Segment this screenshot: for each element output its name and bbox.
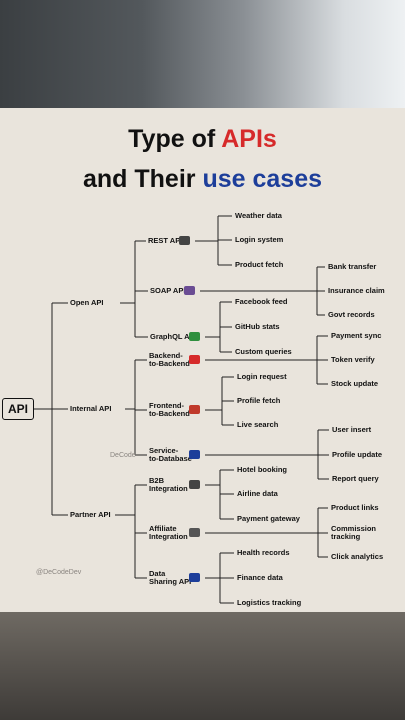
watermark: @DeCodeDev	[36, 569, 82, 576]
background-photo-top	[0, 0, 405, 108]
leaf-1-1-1: Profile fetch	[237, 396, 281, 405]
child-0-2: GraphQL API	[150, 332, 197, 341]
title-line-1: Type of APIs	[128, 125, 277, 153]
leaf-0-2-2: Custom queries	[235, 347, 292, 356]
leaf-2-0-2: Payment gateway	[237, 514, 300, 523]
title-accent-2: use cases	[202, 165, 322, 193]
child-0-0: REST API	[148, 236, 183, 245]
graphql-icon	[189, 332, 200, 341]
title-accent-1: APIs	[221, 125, 277, 153]
leaf-1-0-2: Stock update	[331, 379, 379, 388]
leaf-1-2-1: Profile update	[332, 450, 383, 459]
group-0: Open API	[70, 298, 104, 307]
db-icon	[189, 450, 200, 459]
child-1-1: Frontend-to-Backend	[149, 401, 190, 418]
leaf-1-2-0: User insert	[332, 425, 372, 434]
background-photo-bottom	[0, 612, 405, 720]
gear-icon	[189, 405, 200, 414]
tree-connectors	[32, 215, 329, 604]
handshake-icon	[189, 480, 200, 489]
child-0-1: SOAP API	[150, 286, 186, 295]
group-1: Internal API	[70, 404, 112, 413]
leaf-1-2-2: Report query	[332, 474, 379, 483]
leaf-0-2-0: Facebook feed	[235, 297, 288, 306]
child-1-2: Service-to-Database	[149, 446, 192, 463]
chart-icon	[189, 528, 200, 537]
leaf-0-0-0: Weather data	[235, 211, 282, 220]
leaf-0-2-1: GitHub stats	[235, 322, 280, 331]
db-icon	[189, 355, 200, 364]
leaf-2-1-2: Click analytics	[331, 552, 384, 561]
share-icon	[189, 573, 200, 582]
group-2: Partner API	[70, 510, 111, 519]
leaf-0-0-1: Login system	[235, 235, 284, 244]
leaf-2-2-0: Health records	[237, 548, 290, 557]
leaf-2-1-0: Product links	[331, 503, 379, 512]
watermark-mid: DeCode	[110, 452, 136, 459]
leaf-0-1-1: Insurance claim	[328, 286, 385, 295]
leaf-2-2-1: Finance data	[237, 573, 283, 582]
leaf-1-1-2: Live search	[237, 420, 279, 429]
leaf-2-2-2: Logistics tracking	[237, 598, 302, 607]
globe-icon	[184, 286, 195, 295]
leaf-2-0-1: Airline data	[237, 489, 278, 498]
title-line-2: and Their use cases	[82, 165, 322, 193]
leaf-1-0-0: Payment sync	[331, 331, 382, 340]
infographic-card	[0, 108, 405, 612]
leaf-0-0-2: Product fetch	[235, 260, 284, 269]
leaf-1-0-1: Token verify	[331, 355, 375, 364]
server-icon	[179, 236, 190, 245]
child-1-0: Backend-to-Backend	[149, 351, 190, 368]
root-node: API	[2, 398, 34, 420]
leaf-1-1-0: Login request	[237, 372, 287, 381]
leaf-2-0-0: Hotel booking	[237, 465, 287, 474]
leaf-0-1-0: Bank transfer	[328, 262, 377, 271]
leaf-0-1-2: Govt records	[328, 310, 375, 319]
